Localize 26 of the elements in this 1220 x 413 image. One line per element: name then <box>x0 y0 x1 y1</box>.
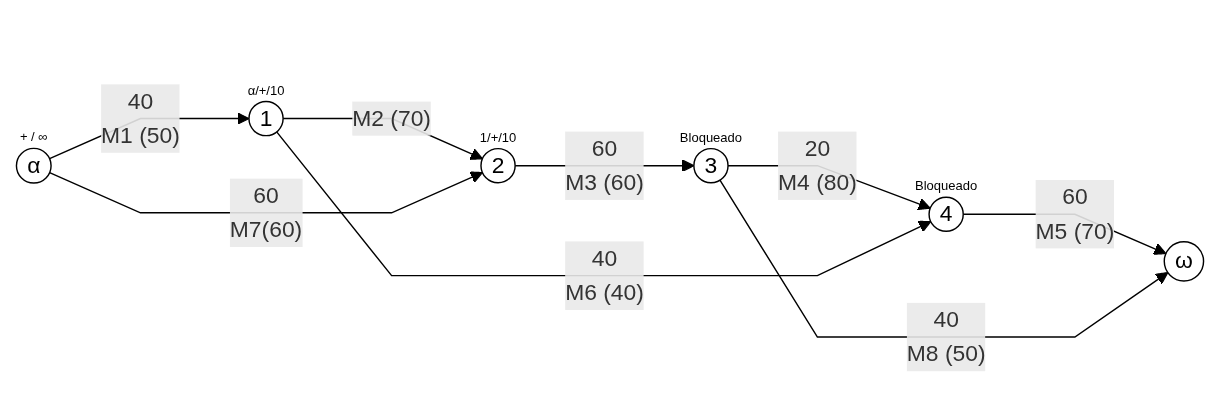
node-circle: 4 <box>928 196 964 233</box>
edge-label: M6 (40) <box>565 280 644 305</box>
node-circle: α <box>15 147 52 184</box>
node-circle: 2 <box>480 148 516 184</box>
edge-label: 60 <box>591 135 618 161</box>
edge-label: M1 (50) <box>101 122 180 148</box>
node-circle: 3 <box>693 148 729 184</box>
edge-label: 20 <box>804 135 831 161</box>
edge-label: 40 <box>933 307 959 332</box>
edge-label: M7(60) <box>229 217 303 242</box>
edge-label: 40 <box>127 88 154 113</box>
edge-label: M5 (70) <box>1035 218 1115 243</box>
node-annotation: Bloqueado <box>915 178 978 194</box>
edge-label: 60 <box>253 182 279 208</box>
node-circle: 1 <box>248 100 284 137</box>
edge-label: M2 (70) <box>352 105 431 131</box>
edge-label: M8 (50) <box>906 341 986 366</box>
node-annotation: + / ∞ <box>19 129 48 145</box>
node-circle: ω <box>1163 241 1205 282</box>
edge-label: 40 <box>591 245 618 271</box>
edge-label: M3 (60) <box>565 170 644 195</box>
node-annotation: 1/+/10 <box>479 129 517 145</box>
node-annotation: α/+/10 <box>247 82 285 98</box>
node-annotation: Bloqueado <box>679 129 743 145</box>
edge-label: 60 <box>1062 184 1088 209</box>
edge-label: M4 (80) <box>778 170 857 195</box>
